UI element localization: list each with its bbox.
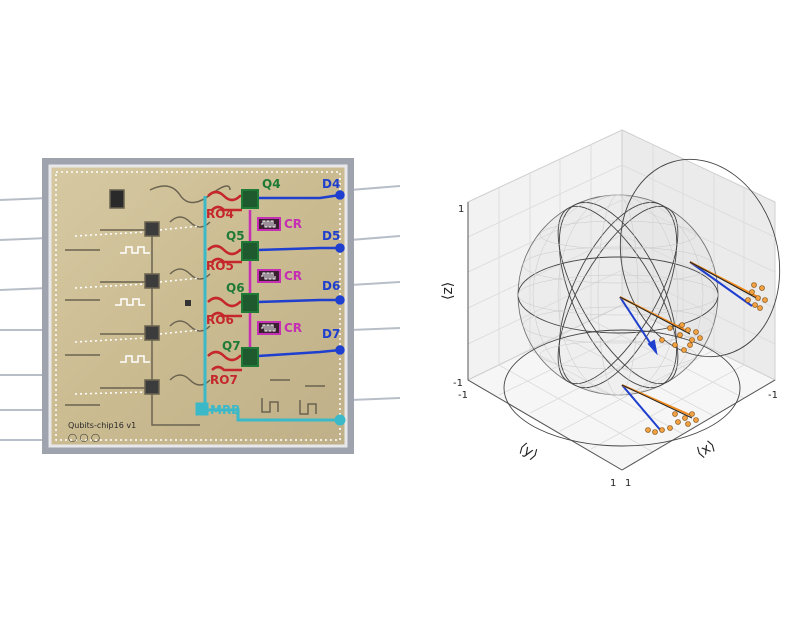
alignment-mark	[185, 300, 191, 306]
projection-circle-floor	[503, 329, 741, 447]
label-cr-2: CR	[284, 269, 302, 283]
z-axis: 1 -1 ⟨z⟩	[440, 204, 464, 389]
scatter-points	[645, 282, 768, 435]
vectors-main	[619, 296, 691, 356]
label-q6: Q6	[226, 281, 245, 295]
label-cr-3: CR	[284, 321, 302, 335]
readout-resonators	[207, 190, 244, 372]
y-tick-right: 1	[610, 478, 616, 489]
label-ro4: RO4	[206, 207, 234, 221]
bloch-sphere-wireframe	[517, 194, 719, 396]
box-edges	[467, 202, 776, 471]
drive-lines	[257, 190, 345, 358]
vector-blue-floor	[621, 384, 663, 433]
label-q7: Q7	[222, 339, 241, 353]
y-tick-left: -1	[458, 390, 468, 401]
label-q4: Q4	[262, 177, 281, 191]
label-ro7: RO7	[210, 373, 238, 387]
chip-substrate	[48, 164, 348, 448]
bloch-panel: 1 -1 ⟨z⟩ -1 1 ⟨y⟩ 1 -1 ⟨x⟩	[400, 0, 795, 625]
label-d5: D5	[322, 229, 340, 243]
label-q5: Q5	[226, 229, 245, 243]
chip-micrograph: Qubits-chip16 v1 ◯ ◯ ◯ Q4 Q5 Q6 Q7 RO4 R…	[0, 158, 401, 454]
x-tick-right: -1	[768, 390, 778, 401]
label-cr-1: CR	[284, 217, 302, 231]
chip-ground-rim	[55, 171, 341, 441]
vectors-floor	[621, 384, 693, 433]
vectors-right	[689, 261, 761, 307]
label-d6: D6	[322, 279, 340, 293]
coupler-resonators	[257, 217, 281, 335]
bloch-plot: 1 -1 ⟨z⟩ -1 1 ⟨y⟩ 1 -1 ⟨x⟩	[440, 129, 781, 489]
y-axis-label: ⟨y⟩	[516, 440, 541, 464]
wire-bonds-right	[349, 185, 401, 401]
dotted-lines	[74, 225, 201, 395]
label-ro6: RO6	[206, 313, 234, 327]
flux-structures	[261, 379, 325, 415]
chip-id: Qubits-chip16 v1	[68, 421, 136, 430]
chip-panel: Qubits-chip16 v1 ◯ ◯ ◯ Q4 Q5 Q6 Q7 RO4 R…	[0, 0, 401, 625]
label-mrb: MRB	[210, 403, 240, 417]
vector-blue-right	[689, 261, 753, 307]
label-ro5: RO5	[206, 259, 234, 273]
label-d4: D4	[322, 177, 340, 191]
chip-id-marks: ◯ ◯ ◯	[68, 433, 100, 442]
qubits	[241, 189, 259, 367]
projection-circle-right	[619, 158, 781, 358]
z-tick-bottom: -1	[453, 378, 463, 389]
z-tick-top: 1	[458, 204, 464, 215]
mrb-bus	[195, 196, 346, 426]
z-axis-label: ⟨z⟩	[440, 282, 456, 300]
label-d7: D7	[322, 327, 340, 341]
x-axis-label: ⟨x⟩	[694, 438, 719, 462]
wire-bonds-left	[0, 197, 49, 441]
x-tick-left: 1	[625, 478, 631, 489]
